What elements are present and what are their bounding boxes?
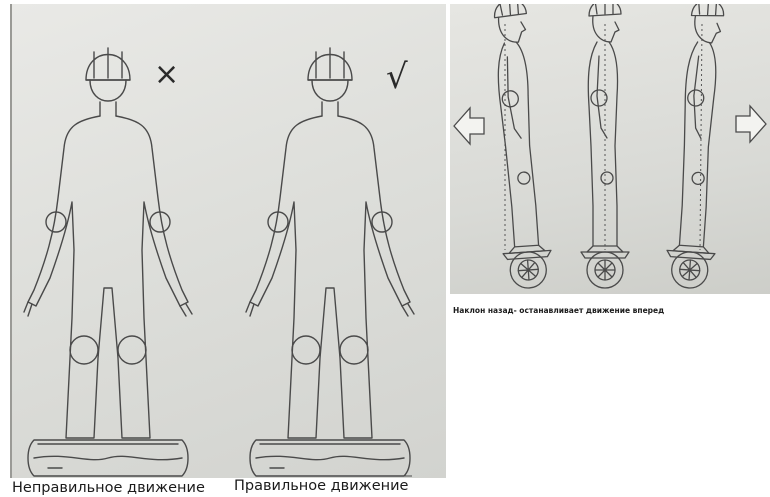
wrong-mark-icon: × <box>154 57 179 92</box>
right-posture-figure <box>246 48 414 476</box>
wrong-posture-figure <box>24 48 192 476</box>
arrow-right-icon <box>736 106 766 142</box>
side-view-illustration <box>450 4 770 294</box>
caption-wrong-movement: Неправильное движение <box>12 480 205 496</box>
lean-forward-figure <box>665 4 733 290</box>
caption-lean-back: Наклон назад- останавливает движение впе… <box>453 306 664 315</box>
check-mark-icon: √ <box>386 57 408 97</box>
front-view-illustration: × √ <box>10 4 446 478</box>
lean-back-figure <box>485 4 553 290</box>
caption-right-movement: Правильное движение <box>234 478 408 494</box>
arrow-left-icon <box>454 108 484 144</box>
